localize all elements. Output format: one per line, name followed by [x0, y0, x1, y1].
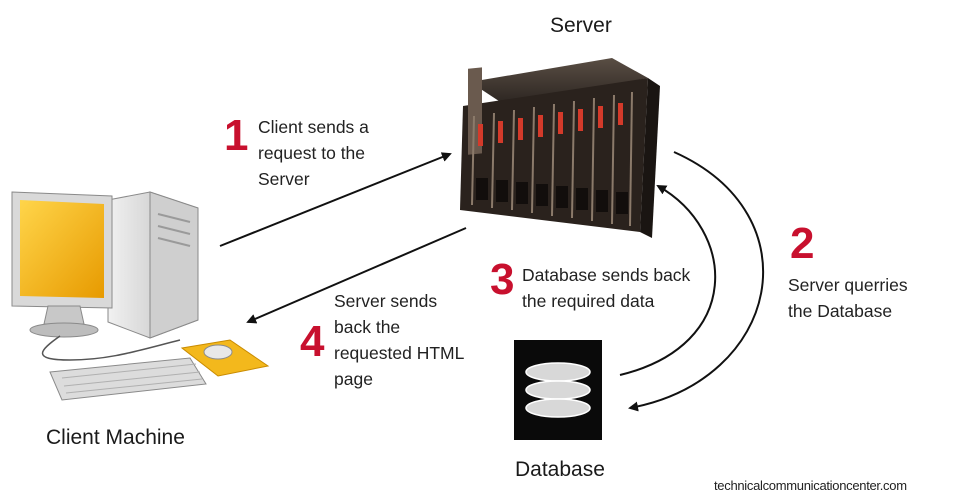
step-3-number: 3 [490, 255, 515, 304]
arrow-step-4 [246, 227, 467, 324]
step-2-text: Server querries the Database [788, 275, 908, 321]
client-machine-icon [11, 191, 270, 401]
client-machine-label: Client Machine [46, 426, 185, 449]
step-2-number: 2 [790, 219, 815, 268]
step-1-number: 1 [224, 111, 249, 160]
step-4-text: Server sends back the requested HTML pag… [334, 291, 465, 389]
credit-text: technicalcommunicationcenter.com [714, 478, 907, 493]
database-icon [514, 340, 602, 440]
step-1-text: Client sends a request to the Server [258, 117, 369, 189]
server-icon [460, 58, 660, 238]
arrow-step-3 [619, 185, 717, 376]
database-label: Database [515, 458, 605, 481]
arrow-step-1 [219, 152, 452, 247]
step-4-number: 4 [300, 317, 325, 366]
arrow-step-2 [628, 151, 764, 412]
step-3-text: Database sends back the required data [522, 265, 691, 311]
server-label: Server [550, 14, 612, 37]
